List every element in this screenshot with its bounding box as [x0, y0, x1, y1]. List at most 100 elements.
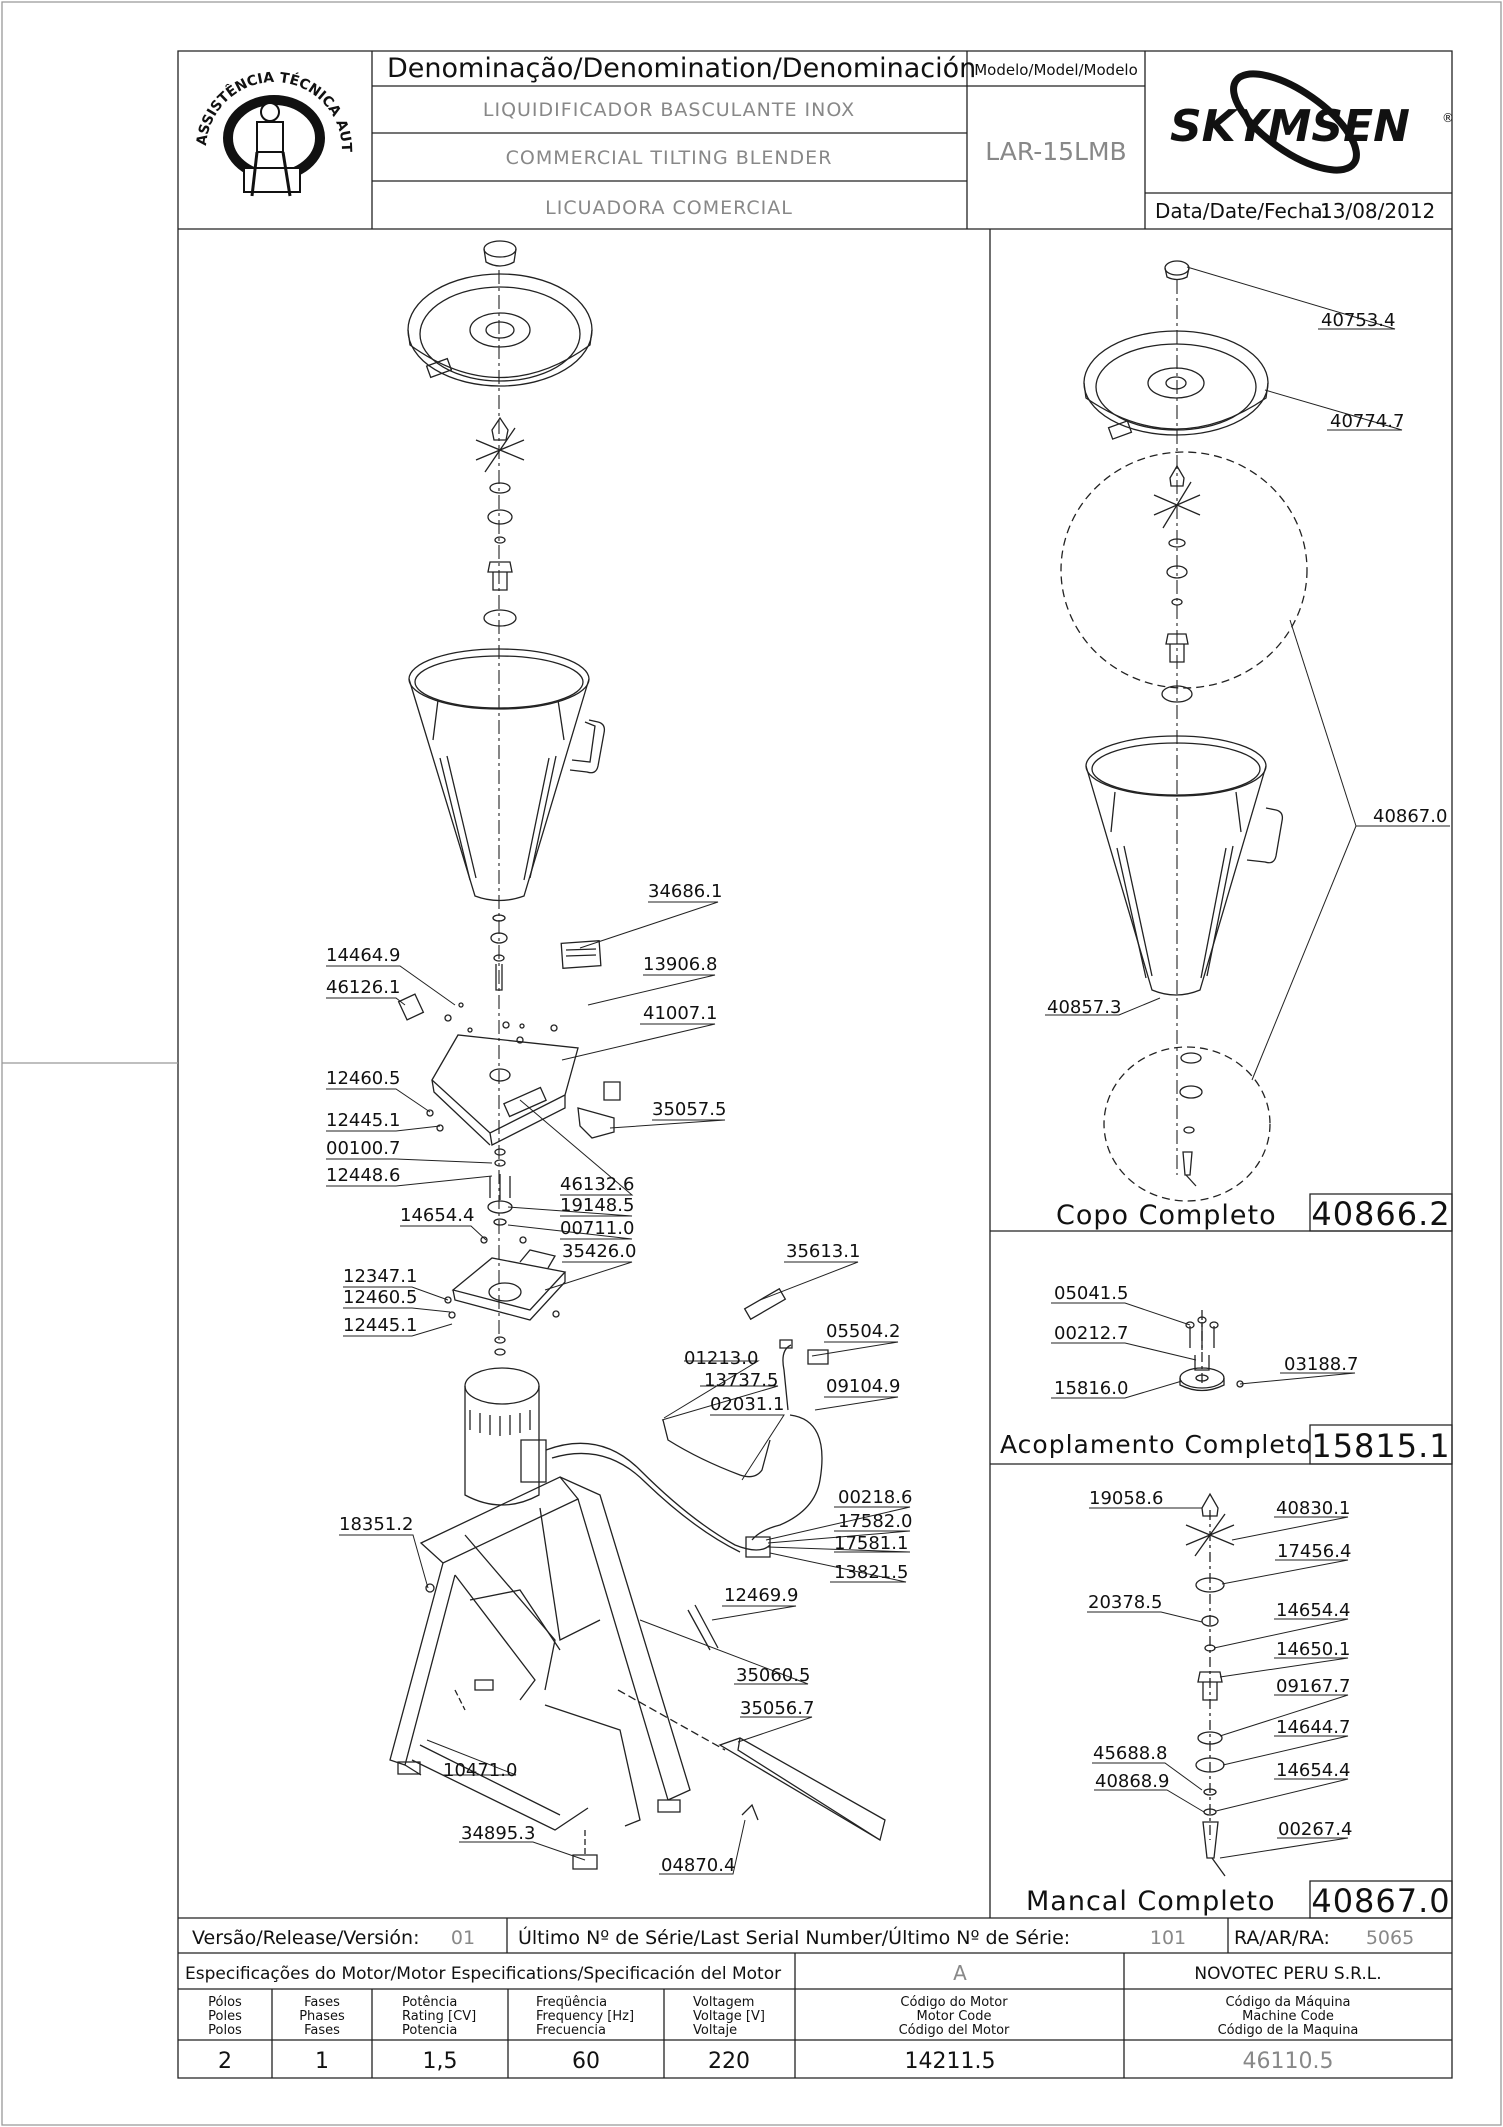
spec-column: Freqüência Frequency [Hz] Frecuencia 60 — [536, 1995, 634, 2074]
main-exploded-view — [390, 241, 885, 1869]
version-label: Versão/Release/Versión: — [192, 1927, 420, 1949]
subassembly-name: Mancal Completo — [1026, 1886, 1275, 1917]
callout-label: 00711.0 — [560, 1218, 634, 1239]
spec-header: Código da Máquina — [1225, 1995, 1350, 2010]
spec-column: Código do Motor Motor Code Código del Mo… — [899, 1995, 1010, 2074]
callout-label: 12469.9 — [724, 1585, 798, 1606]
callout-label: 46132.6 — [560, 1174, 634, 1195]
callout-label: 14654.4 — [1276, 1600, 1350, 1621]
spec-header: Código do Motor — [900, 1995, 1008, 2010]
callout-label: 35060.5 — [736, 1665, 810, 1686]
callout-label: 40830.1 — [1276, 1498, 1350, 1519]
main-callout-labels: 34686.1 14464.9 13906.8 46126.1 41007.1 … — [326, 881, 912, 1876]
mancal-completo-view — [1186, 1494, 1234, 1876]
callout-label: 12445.1 — [326, 1110, 400, 1131]
spec-column: Código da Máquina Machine Code Código de… — [1218, 1995, 1359, 2074]
spec-header: Código del Motor — [899, 2023, 1010, 2038]
callout-label: 34686.1 — [648, 881, 722, 902]
copo-completo-view — [1061, 261, 1307, 1201]
spec-value: 14211.5 — [905, 2049, 996, 2074]
callout-label: 41007.1 — [643, 1003, 717, 1024]
spec-value: 1 — [315, 2049, 329, 2074]
callout-label: 14654.4 — [400, 1205, 474, 1226]
callout-label: 09104.9 — [826, 1376, 900, 1397]
spec-header: Poles — [208, 2009, 242, 2024]
spec-header: Voltagem — [693, 1995, 754, 2010]
registered-mark: ® — [1442, 111, 1454, 125]
callout-label: 09167.7 — [1276, 1676, 1350, 1697]
serial-label: Último Nº de Série/Last Serial Number/Úl… — [518, 1925, 1070, 1949]
callout-label: 05504.2 — [826, 1321, 900, 1342]
callout-label: 35613.1 — [786, 1241, 860, 1262]
callout-label: 40774.7 — [1330, 411, 1404, 432]
title-block: Denominação/Denomination/Denominación LI… — [0, 0, 1454, 223]
spec-column: Pólos Poles Polos 2 — [208, 1995, 242, 2074]
version-value: 01 — [451, 1927, 475, 1949]
subassembly-titles: Copo Completo 40866.2 Acoplamento Comple… — [1000, 1195, 1450, 1920]
callout-label: 05041.5 — [1054, 1283, 1128, 1304]
spec-column: Fases Phases Fases 1 — [299, 1995, 345, 2074]
callout-label: 03188.7 — [1284, 1354, 1358, 1375]
spec-header: Pólos — [208, 1995, 242, 2010]
callout-label: 35056.7 — [740, 1698, 814, 1719]
callout-label: 14654.4 — [1276, 1760, 1350, 1781]
spec-column: Voltagem Voltage [V] Voltaje 220 — [693, 1995, 765, 2074]
callout-label: 17581.1 — [834, 1533, 908, 1554]
ra-value: 5065 — [1366, 1927, 1414, 1949]
skymsen-logo: SKYMSEN ® — [1170, 56, 1454, 188]
company-name: NOVOTEC PERU S.R.L. — [1194, 1964, 1381, 1984]
spec-value: 220 — [708, 2049, 750, 2074]
name-pt: LIQUIDIFICADOR BASCULANTE INOX — [483, 99, 855, 121]
callout-label: 12460.5 — [326, 1068, 400, 1089]
callout-label: 15816.0 — [1054, 1378, 1128, 1399]
callout-label: 46126.1 — [326, 977, 400, 998]
spec-column: Potência Rating [CV] Potencia 1,5 — [402, 1995, 476, 2074]
spec-value: 60 — [572, 2049, 600, 2074]
spec-value: 1,5 — [423, 2049, 458, 2074]
name-es: LICUADORA COMERCIAL — [545, 197, 793, 219]
callout-label: 35057.5 — [652, 1099, 726, 1120]
spec-header: Phases — [299, 2009, 345, 2024]
callout-label: 40857.3 — [1047, 997, 1121, 1018]
callout-label: 13821.5 — [834, 1562, 908, 1583]
callout-label: 35426.0 — [562, 1241, 636, 1262]
name-en: COMMERCIAL TILTING BLENDER — [506, 147, 833, 169]
serial-value: 101 — [1150, 1927, 1186, 1949]
callout-label: 00267.4 — [1278, 1819, 1352, 1840]
callout-label: 13737.5 — [704, 1370, 778, 1391]
spec-header: Voltage [V] — [693, 2009, 765, 2024]
release-row: Versão/Release/Versión: 01 Último Nº de … — [192, 1925, 1414, 1949]
callout-label: 40753.4 — [1321, 310, 1395, 331]
callout-label: 40868.9 — [1095, 1771, 1169, 1792]
callout-label: 17456.4 — [1277, 1541, 1351, 1562]
callout-label: 10471.0 — [443, 1760, 517, 1781]
callout-label: 14464.9 — [326, 945, 400, 966]
spec-header: Rating [CV] — [402, 2009, 476, 2024]
spec-header: Freqüência — [536, 1995, 607, 2010]
callout-label: 02031.1 — [710, 1394, 784, 1415]
motor-variant: A — [953, 1961, 967, 1985]
callout-label: 13906.8 — [643, 954, 717, 975]
spec-header: Potencia — [402, 2023, 457, 2038]
subassembly-callout-labels: 40753.4 40774.7 40867.0 40857.3 05041.5 … — [1047, 310, 1447, 1840]
callout-label: 12460.5 — [343, 1287, 417, 1308]
subassembly-name: Copo Completo — [1056, 1200, 1277, 1231]
callout-label: 12347.1 — [343, 1266, 417, 1287]
date-label: Data/Date/Fecha: — [1155, 199, 1329, 223]
leader-lines — [326, 267, 1450, 1874]
assistance-seal-icon: ASSISTÊNCIA TÉCNICA AUTORIZADA — [0, 0, 354, 196]
callout-label: 12445.1 — [343, 1315, 417, 1336]
svg-text:ASSISTÊNCIA TÉCNICA AUTORIZADA: ASSISTÊNCIA TÉCNICA AUTORIZADA — [0, 0, 354, 153]
callout-label: 04870.4 — [661, 1855, 735, 1876]
ra-label: RA/AR/RA: — [1234, 1927, 1330, 1949]
spec-header: Polos — [208, 2023, 242, 2038]
spec-value: 2 — [218, 2049, 232, 2074]
subassembly-code: 40866.2 — [1311, 1195, 1450, 1233]
callout-label: 45688.8 — [1093, 1743, 1167, 1764]
spec-header: Voltaje — [693, 2023, 737, 2038]
spec-header: Frequency [Hz] — [536, 2009, 634, 2024]
model-heading: Modelo/Model/Modelo — [974, 61, 1138, 79]
motor-spec-table: Especificações do Motor/Motor Especifica… — [185, 1961, 1382, 2074]
